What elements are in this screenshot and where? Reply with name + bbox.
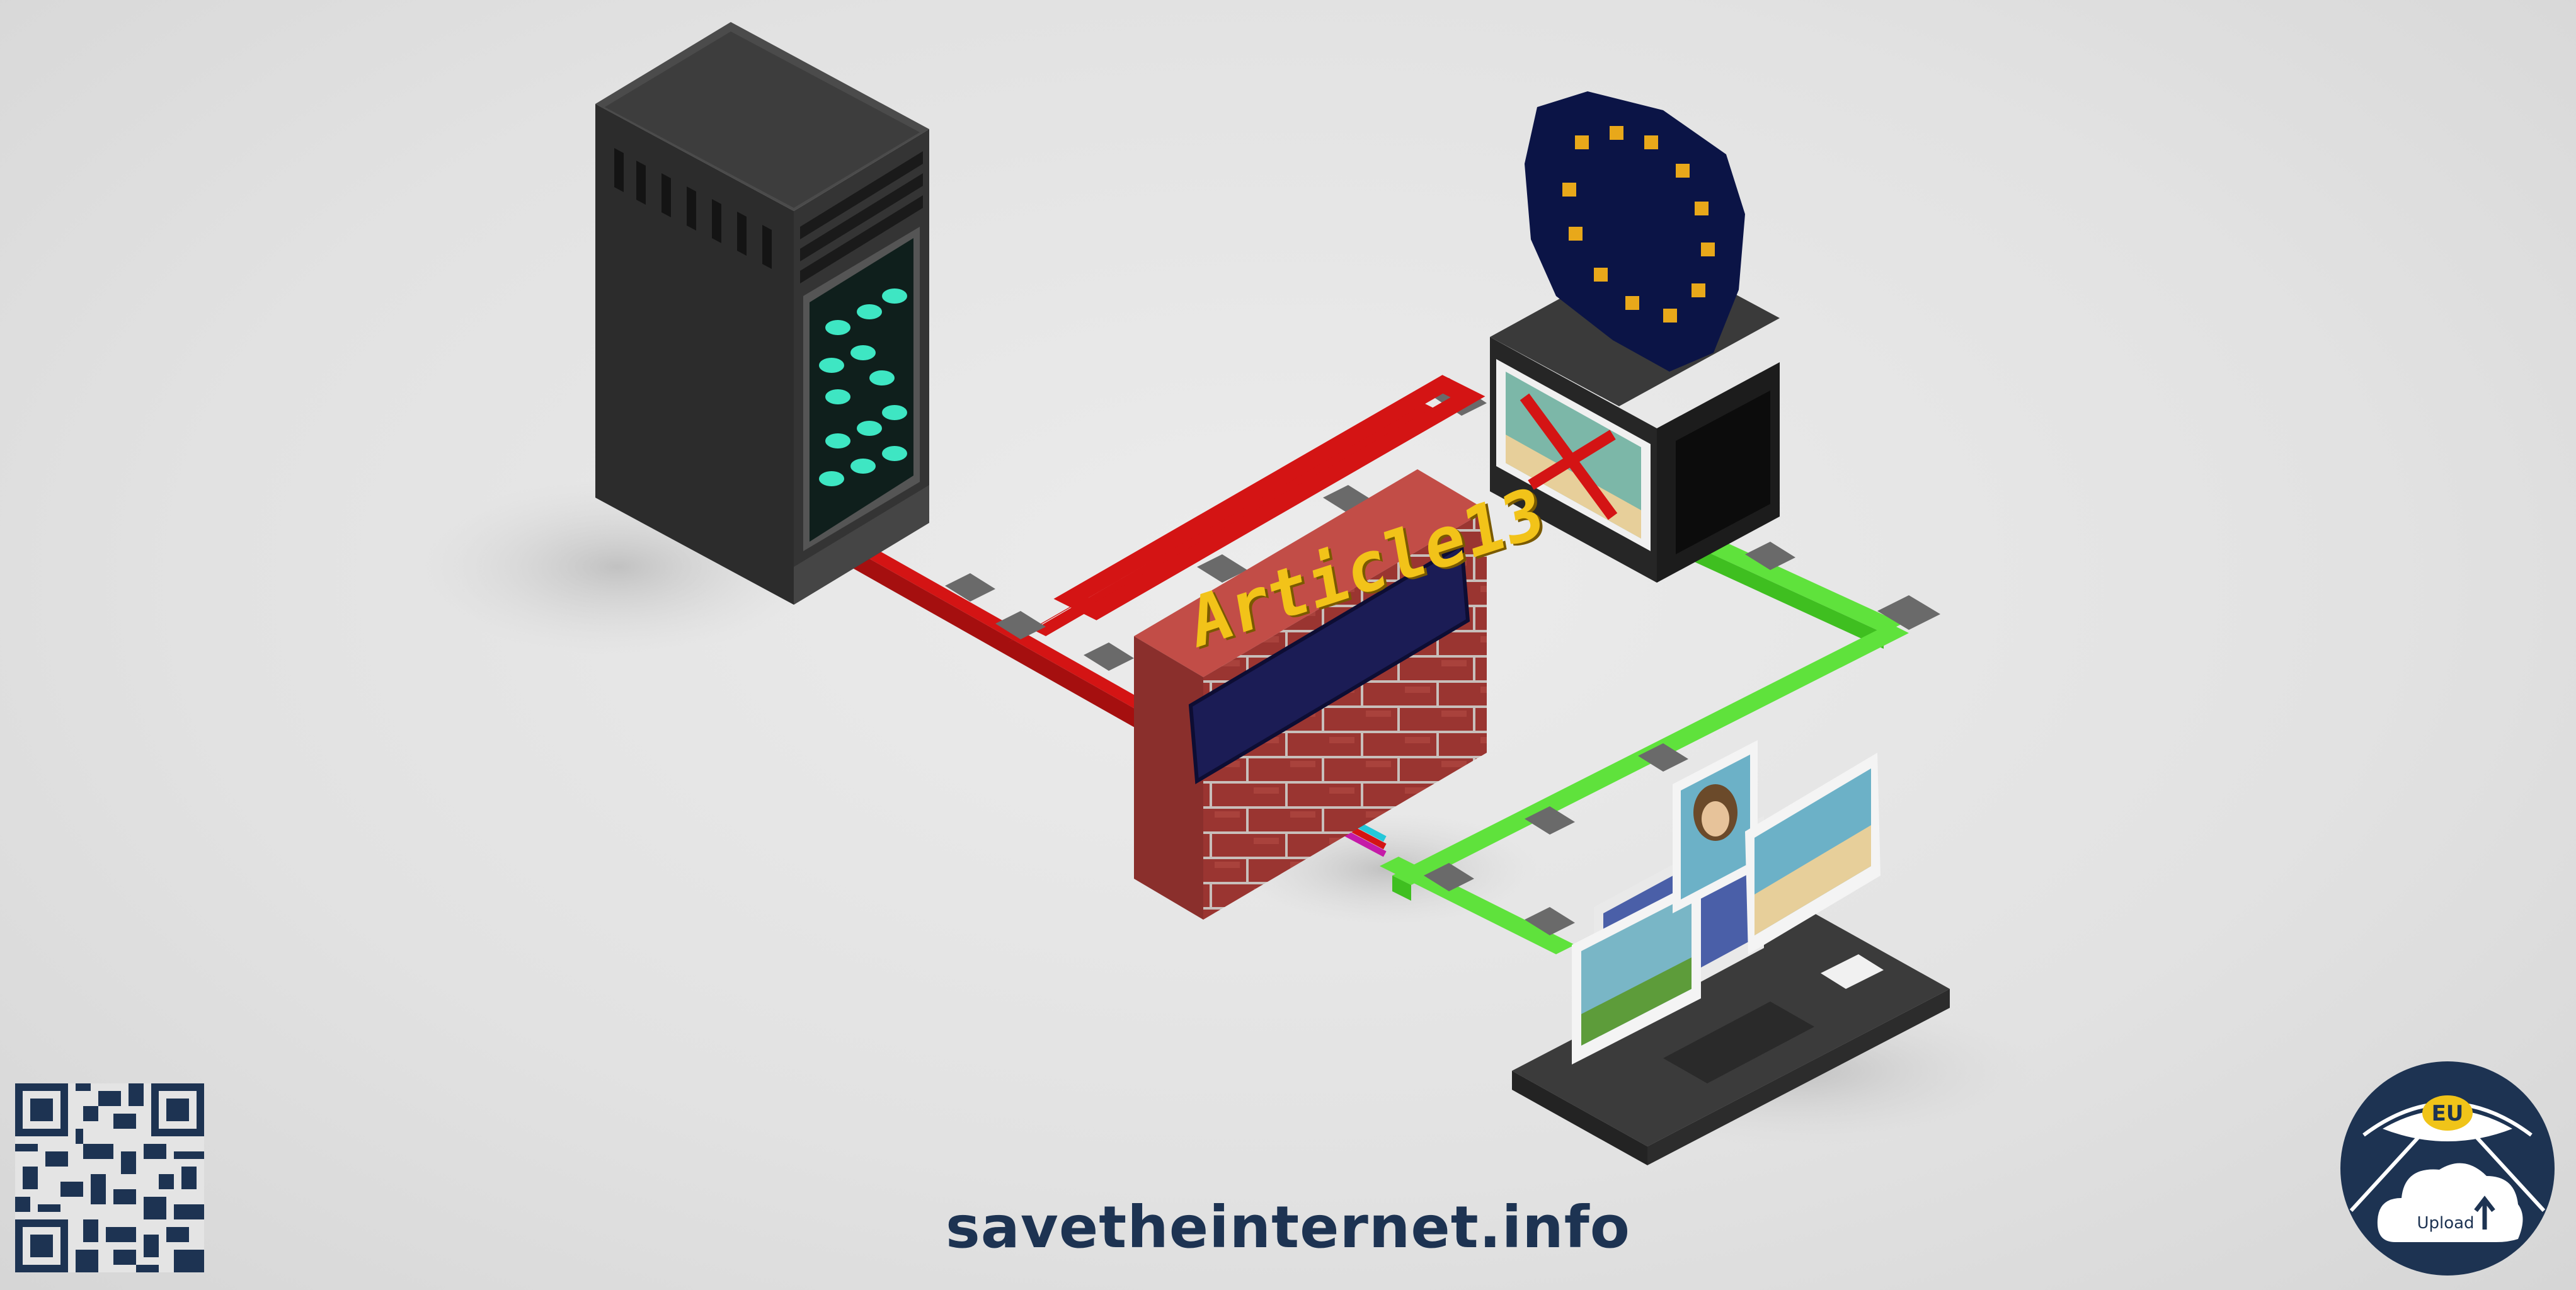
eye-cloud-icon: EU Upload <box>2340 1061 2555 1276</box>
url-link[interactable]: savetheinternet.info <box>946 1194 1630 1261</box>
eu-flag-icon <box>1525 91 1745 372</box>
blocked-cable <box>850 375 1487 731</box>
server-lights <box>819 288 907 486</box>
mouse <box>1821 954 1884 989</box>
svg-text:EU: EU <box>2432 1101 2464 1126</box>
side-vents <box>800 151 923 283</box>
svg-text:Upload: Upload <box>2417 1214 2474 1233</box>
server-tower <box>595 22 929 605</box>
article-sign <box>1188 541 1470 785</box>
keyboard <box>1663 1002 1814 1083</box>
computer-desk <box>1512 740 1950 1165</box>
vent-grille <box>614 148 772 269</box>
brick-wall <box>1134 469 1487 920</box>
qr-code-icon <box>15 1083 204 1272</box>
